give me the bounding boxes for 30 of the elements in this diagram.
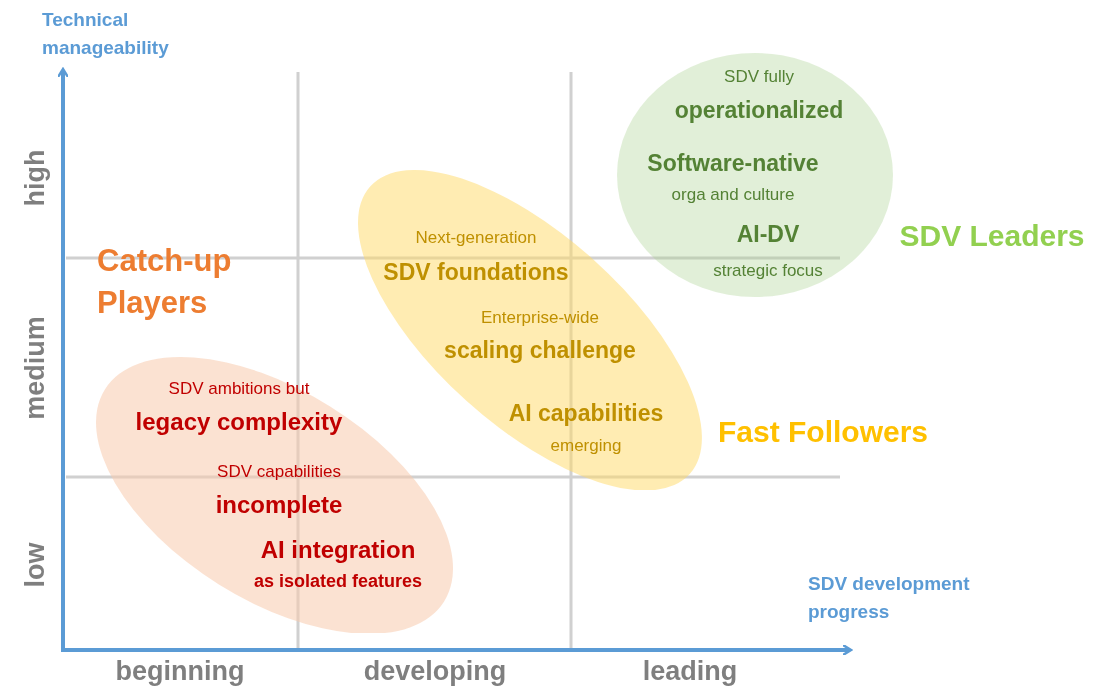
descriptor-text: SDV capabilities — [217, 462, 341, 482]
axis-tick-label: medium — [19, 316, 52, 420]
descriptor-text: SDV fully — [724, 67, 794, 87]
descriptor-text: Next-generation — [415, 228, 537, 248]
key-phrase: incomplete — [215, 491, 343, 519]
descriptor-text: strategic focus — [713, 261, 823, 281]
key-phrase: AI integration — [260, 536, 416, 564]
axis-title: SDV development progress — [808, 572, 971, 624]
descriptor-text: orga and culture — [671, 185, 795, 205]
axis-tick-label: low — [19, 542, 52, 588]
descriptor-text: emerging — [550, 436, 622, 456]
descriptor-text: SDV ambitions but — [168, 379, 310, 399]
key-phrase: scaling challenge — [444, 336, 636, 364]
descriptor-text: Enterprise-wide — [480, 308, 600, 328]
group-label: SDV Leaders — [899, 217, 1085, 254]
key-phrase: as isolated features — [253, 570, 422, 592]
key-phrase: SDV foundations — [383, 258, 569, 286]
key-phrase: AI-DV — [736, 220, 800, 248]
key-phrase: legacy complexity — [135, 408, 343, 436]
ellipse-region — [617, 53, 893, 297]
axis-tick-label: developing — [363, 655, 507, 688]
group-label: Fast Followers — [718, 413, 928, 450]
axis-title: Technical manageability — [42, 8, 170, 60]
key-phrase: Software-native — [647, 149, 819, 177]
key-phrase: operationalized — [674, 96, 844, 124]
key-phrase: AI capabilities — [508, 399, 664, 427]
axis-tick-label: beginning — [115, 655, 245, 688]
group-label: Catch-up Players — [97, 242, 233, 322]
axis-tick-label: high — [19, 149, 52, 207]
axis-tick-label: leading — [642, 655, 738, 688]
